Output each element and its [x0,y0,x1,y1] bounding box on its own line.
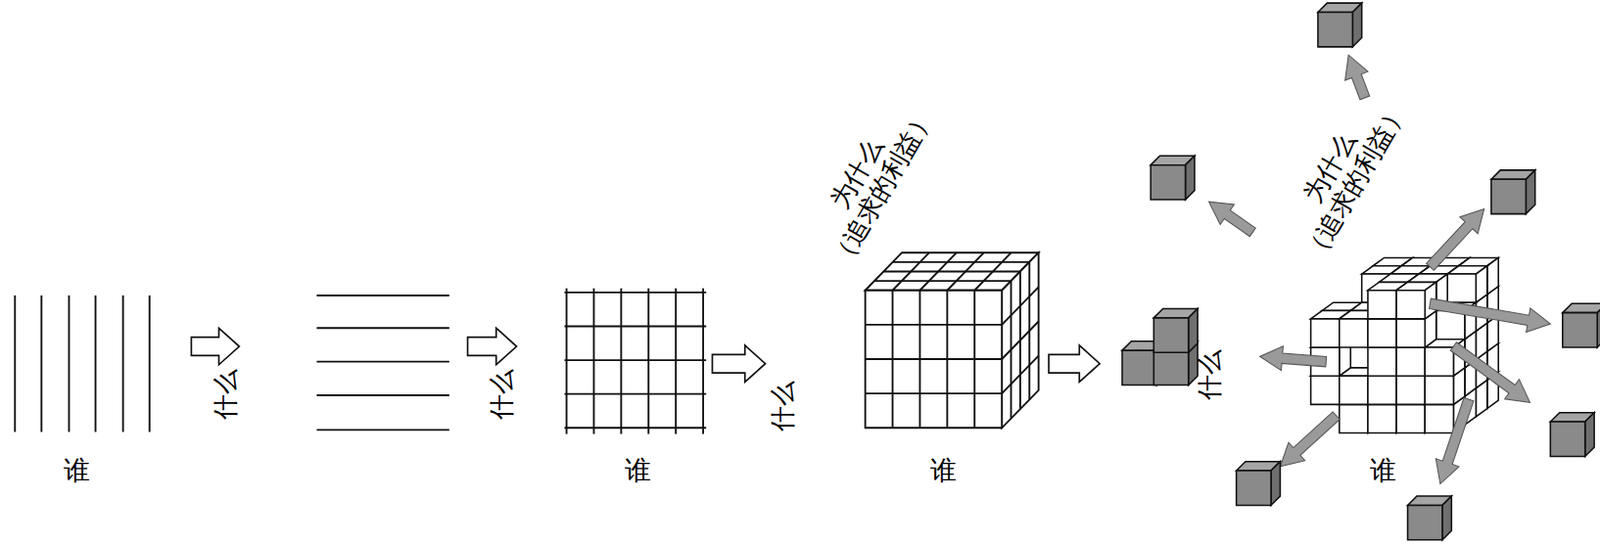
burst-arrow [1209,201,1257,237]
white-cube [1367,404,1397,433]
gray-cube [1442,496,1452,541]
stroke [865,324,1003,327]
burst-arrow [1435,397,1474,484]
flow-arrow [468,328,518,365]
what-label: 什么 [1195,349,1225,401]
stroke [893,261,1031,264]
gray-cube [1188,308,1198,353]
stroke [883,271,1021,274]
stroke [564,326,706,329]
stroke [316,327,449,330]
gray-cube [1525,170,1535,215]
gray-cube [1185,155,1195,200]
white-cube [1367,319,1397,348]
why-label: 为什么 （追求的利益） [797,85,942,279]
white-cube [1475,266,1487,303]
white-cube [1396,319,1425,348]
gray-cube [1491,179,1526,214]
stroke [316,294,449,297]
white-cube [1436,311,1465,340]
stroke [316,428,449,431]
stroke [865,358,1003,361]
stroke [40,295,43,433]
burst-arrow [1450,342,1530,403]
stroke [316,394,449,397]
burst-arrow [1260,346,1327,372]
cube-side [1001,252,1038,428]
white-cube [1447,274,1476,303]
white-cube [1424,376,1454,405]
gray-cube [1562,313,1598,348]
white-cube [1396,347,1425,377]
gray-cube [1550,422,1585,457]
stroke [564,426,706,429]
stroke [13,295,16,433]
stroke [865,392,1003,395]
white-cube [1311,319,1340,348]
who-label: 谁 [930,456,957,487]
cube-front [865,290,1003,429]
gray-cube [1236,470,1271,506]
who-label: 谁 [1369,456,1397,487]
white-cube [1424,404,1454,433]
white-cube [1311,376,1340,405]
white-cube [1367,347,1397,377]
gray-cube [1562,303,1600,313]
stroke [148,295,151,433]
stroke [702,288,705,435]
why-label: 为什么 （追求的利益） [1270,79,1415,273]
who-label: 谁 [63,456,91,487]
what-label: 什么 [211,369,241,421]
gray-cube [1408,505,1443,540]
stroke [647,288,650,435]
gray-cube [1585,413,1595,458]
burst-arrow [1429,298,1552,332]
stroke [1010,281,1013,420]
stroke [316,361,449,364]
stroke [1019,271,1022,410]
flow-arrow [711,345,765,382]
who-label: 谁 [624,456,652,487]
white-cube [1367,376,1397,405]
flow-arrow [1048,345,1100,382]
burst-arrow [1279,412,1340,468]
white-cube [1424,347,1454,377]
gray-cube [1270,462,1280,507]
gray-cube [1122,350,1157,385]
stroke [674,288,677,435]
stroke [564,291,706,294]
stroke [593,288,596,435]
stroke [94,295,97,433]
what-label: 什么 [487,369,518,421]
flow-arrow [190,328,239,365]
stroke [1028,262,1031,401]
white-cube [1396,376,1425,405]
white-cube [1367,290,1397,320]
burst-arrow [1426,208,1485,271]
stroke [874,280,1012,283]
gray-cube [1153,318,1188,353]
white-cube [1396,404,1425,433]
white-cube [1339,376,1368,405]
stroke [122,295,125,433]
stroke [564,359,706,362]
gray-cube [1352,2,1362,48]
white-cube [1339,319,1368,348]
white-cube [1487,257,1499,294]
burst-arrow [1345,54,1370,100]
gray-cube [1317,11,1353,47]
white-cube [1339,404,1368,433]
stroke [564,393,706,396]
stroke [68,295,71,433]
what-label: 什么 [768,380,799,432]
stroke [565,288,568,435]
white-cube [1396,290,1425,320]
gray-cube [1153,350,1188,385]
stroke [619,288,622,435]
gray-cube [1150,165,1185,200]
